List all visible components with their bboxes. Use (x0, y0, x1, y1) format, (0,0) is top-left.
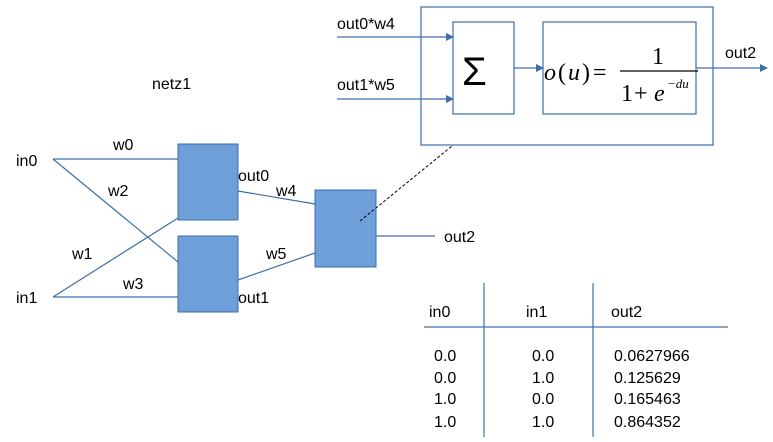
edge-node1-node2 (237, 252, 316, 281)
edge-in0-node1 (52, 158, 179, 263)
table-cell: 1.0 (532, 414, 554, 431)
formula-denominator-plus: + (634, 81, 648, 107)
weight-w4-label: w4 (275, 183, 297, 200)
edge-node0-node2 (237, 190, 316, 205)
input-connections (52, 158, 435, 298)
table-cell: 1.0 (532, 370, 554, 387)
table-cell: 0.0 (434, 348, 456, 365)
network-output-label: out2 (444, 229, 475, 246)
table-header-in1: in1 (526, 304, 547, 321)
table-cell: 0.0 (532, 348, 554, 365)
table-cell: 0.125629 (614, 370, 681, 387)
output-neuron (314, 189, 377, 268)
table-cell: 0.165463 (614, 391, 681, 408)
formula-variable: u (568, 60, 580, 86)
zoom-arrows (337, 33, 768, 103)
sigmoid-formula: o ( u ) = 1 1 + e −du (544, 44, 698, 107)
weight-w5-label: w5 (265, 246, 287, 263)
formula-paren-open: ( (558, 60, 566, 86)
weight-w0-label: w0 (112, 137, 134, 154)
table-header-in0: in0 (429, 304, 450, 321)
sum-symbol-icon: Σ (462, 50, 487, 94)
formula-numerator: 1 (652, 44, 664, 70)
input-in1-label: in1 (16, 290, 37, 307)
table-cell: 1.0 (434, 391, 456, 408)
table-cell: 0.0 (434, 370, 456, 387)
hidden-neuron-0 (177, 143, 239, 221)
formula-exponent: −du (667, 76, 689, 91)
zoom-output-label: out2 (725, 45, 756, 62)
formula-denominator-one: 1 (621, 81, 633, 107)
formula-denominator-e: e (654, 81, 665, 107)
weight-w3-label: w3 (122, 276, 144, 293)
zoom-input-bottom-label: out1*w5 (337, 77, 395, 94)
output-table: in0 in1 out2 0.0 0.0 0.0627966 0.0 1.0 0… (424, 283, 728, 437)
table-cell: 0.0627966 (614, 348, 690, 365)
hidden-out1-label: out1 (238, 290, 269, 307)
input-in0-label: in0 (16, 153, 37, 170)
table-cell: 0.864352 (614, 414, 681, 431)
weight-w1-label: w1 (71, 246, 93, 263)
zoom-detail-box (420, 6, 714, 146)
table-cell: 1.0 (434, 414, 456, 431)
weight-w2-label: w2 (107, 183, 129, 200)
table-cell: 0.0 (532, 391, 554, 408)
hidden-out0-label: out0 (238, 168, 269, 185)
zoom-connector (359, 145, 453, 222)
formula-paren-close: ) (582, 60, 590, 86)
network-label: netz1 (152, 76, 191, 93)
edge-in1-node0 (52, 217, 179, 298)
hidden-neuron-1 (177, 235, 239, 313)
zoom-input-top-label: out0*w4 (337, 16, 395, 33)
formula-function: o (544, 60, 556, 86)
table-header-out2: out2 (611, 304, 642, 321)
formula-equals: = (593, 60, 607, 86)
